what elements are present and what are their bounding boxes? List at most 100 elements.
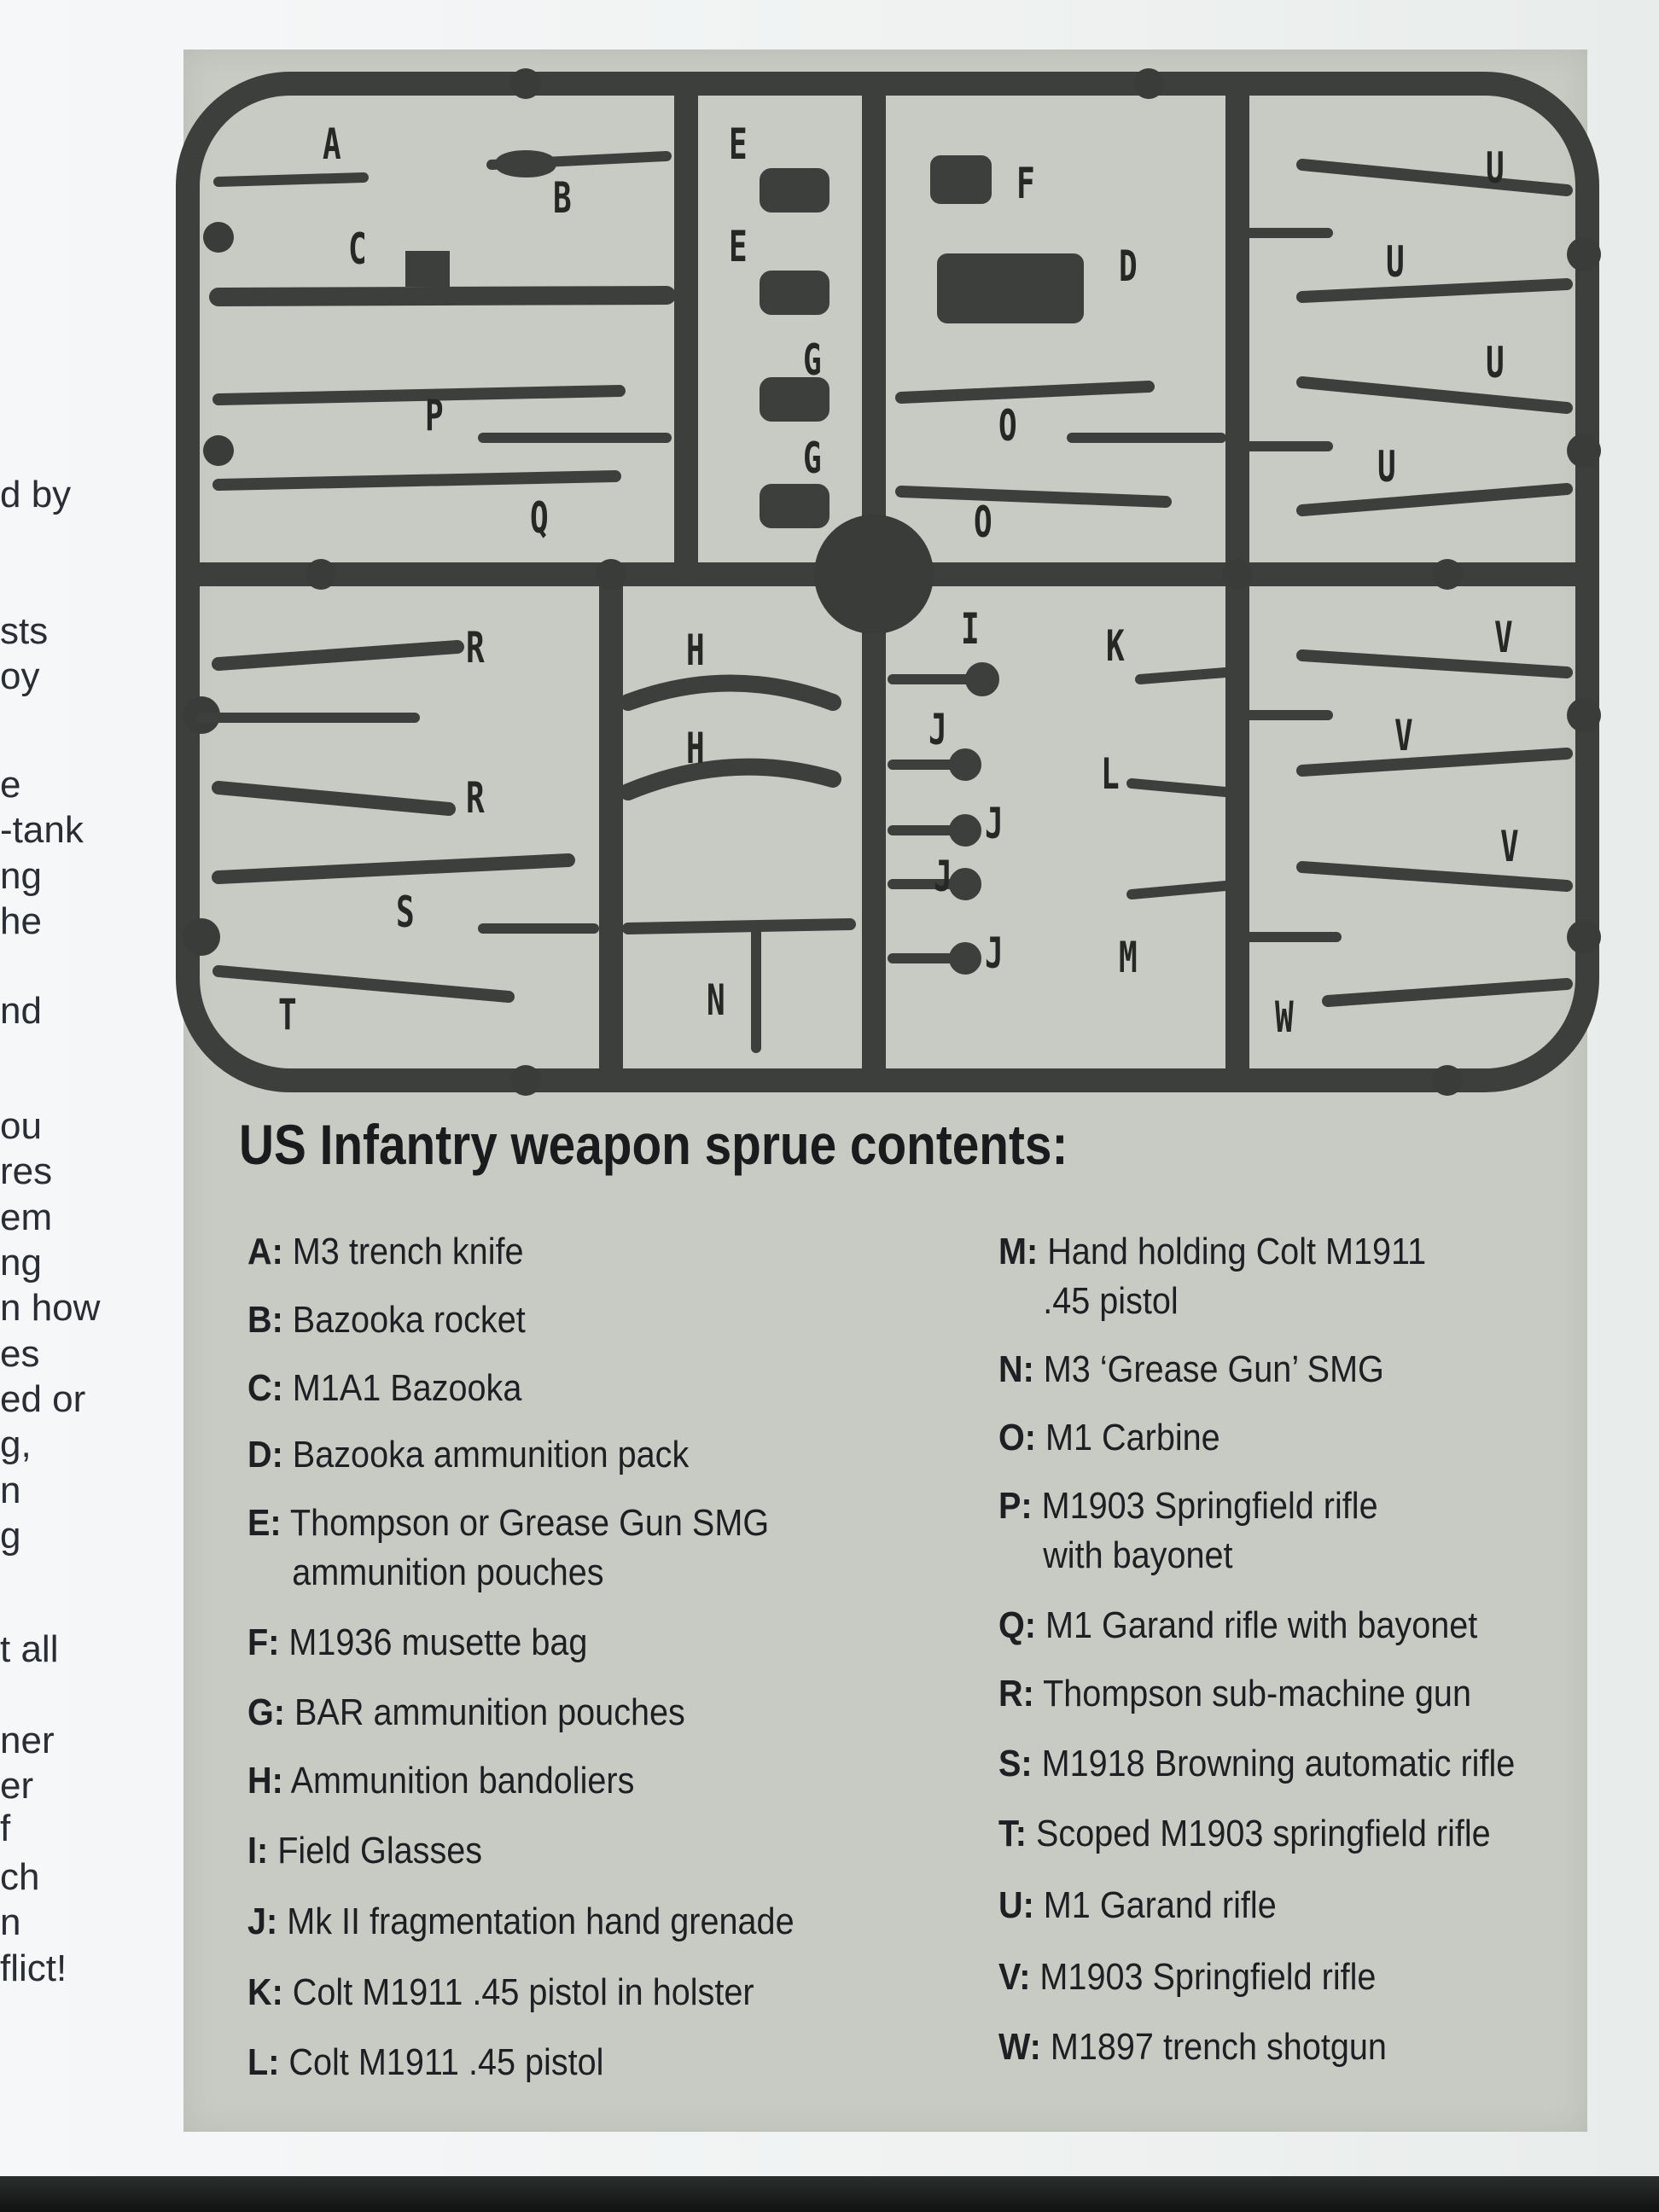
sprue-label: K [1106, 621, 1125, 671]
contents-item-key: C: [247, 1367, 283, 1409]
contents-item-text: Hand holding Colt M1911 [1047, 1231, 1427, 1272]
sprue-label: O [974, 498, 992, 547]
contents-item-text: Ammunition bandoliers [290, 1760, 635, 1802]
sprue-label: H [686, 724, 705, 773]
contents-item: T: Scoped M1903 springfield rifle [998, 1809, 1551, 1859]
sprue-label: C [348, 224, 367, 274]
contents-item-key: Q: [998, 1604, 1037, 1646]
sprue-label: D [1119, 242, 1138, 291]
contents-item-key: U: [998, 1884, 1034, 1926]
contents-item-key: S: [998, 1743, 1033, 1784]
contents-item-key: T: [998, 1813, 1027, 1854]
contents-item: O: M1 Carbine [998, 1413, 1551, 1463]
contents-item-continuation: with bayonet [1043, 1534, 1233, 1576]
contents-item-key: W: [998, 2026, 1041, 2068]
contents-item-text: Colt M1911 .45 pistol in holster [292, 1971, 754, 2013]
weapon-sprue-image: A B C E E F D G G O O U U U U P Q R R S … [167, 67, 1610, 1101]
sprue-label: U [1377, 442, 1396, 492]
contents-item-key: L: [247, 2041, 280, 2083]
contents-item-text: M1 Garand rifle [1043, 1884, 1277, 1926]
contents-item-key: A: [247, 1231, 283, 1272]
left-page-text-line: ou [0, 1105, 42, 1147]
left-page-text-line: er [0, 1765, 34, 1807]
contents-item-text: M3 ‘Grease Gun’ SMG [1043, 1348, 1384, 1390]
contents-item: U: M1 Garand rifle [998, 1881, 1551, 1930]
sprue-label: G [803, 434, 822, 483]
left-page-text-line: em [0, 1196, 53, 1238]
contents-item-text: M1918 Browning automatic rifle [1041, 1743, 1516, 1784]
left-page-text-line: ng [0, 1242, 42, 1284]
contents-item-key: V: [998, 1956, 1031, 1998]
contents-item: R: Thompson sub-machine gun [998, 1669, 1551, 1719]
contents-item-key: G: [247, 1691, 286, 1733]
sprue-label: L [1101, 749, 1120, 799]
contents-item-text: M1903 Springfield rifle [1041, 1485, 1378, 1527]
left-page-text-line: g, [0, 1423, 32, 1465]
contents-item: M: Hand holding Colt M1911.45 pistol [998, 1227, 1551, 1326]
sprue-label: P [425, 391, 444, 440]
contents-item-text: Scoped M1903 springfield rifle [1036, 1813, 1491, 1854]
contents-item-key: K: [247, 1971, 283, 2013]
left-page-text-line: nd [0, 990, 42, 1032]
left-page-text-line: e [0, 764, 21, 806]
contents-item-key: D: [247, 1434, 283, 1476]
sprue-label: I [961, 604, 980, 654]
contents-item: I: Field Glasses [247, 1826, 800, 1876]
left-page-text-line: n [0, 1901, 21, 1943]
sprue-label: U [1486, 338, 1505, 387]
contents-item-text: BAR ammunition pouches [294, 1691, 685, 1733]
left-page-text-line: ch [0, 1856, 40, 1898]
contents-item-text: Colt M1911 .45 pistol [288, 2041, 604, 2083]
contents-item-text: M1 Carbine [1045, 1417, 1220, 1458]
contents-item-text: Bazooka rocket [292, 1299, 526, 1341]
contents-item-text: M3 trench knife [292, 1231, 524, 1272]
contents-item: J: Mk II fragmentation hand grenade [247, 1897, 800, 1947]
contents-item-text: M1903 Springfield rifle [1039, 1956, 1377, 1998]
contents-item-continuation: ammunition pouches [292, 1551, 604, 1593]
left-page-text-line: oy [0, 655, 40, 697]
contents-item-text: Field Glasses [277, 1830, 483, 1871]
contents-heading: US Infantry weapon sprue contents: [239, 1113, 1068, 1176]
left-page-text-line: t all [0, 1628, 59, 1670]
contents-item: K: Colt M1911 .45 pistol in holster [247, 1968, 800, 2017]
contents-item-text: M1897 trench shotgun [1050, 2026, 1387, 2068]
left-page-text-line: ed or [0, 1378, 86, 1420]
sprue-label: V [1500, 822, 1519, 871]
contents-item: P: M1903 Springfield rifle with bayonet [998, 1481, 1551, 1580]
sprue-label: U [1486, 143, 1505, 193]
contents-item-key: M: [998, 1231, 1039, 1272]
sprue-label: E [729, 222, 748, 271]
contents-item-text: Bazooka ammunition pack [292, 1434, 690, 1476]
sprue-label: F [1016, 159, 1035, 208]
sprue-label: J [934, 852, 952, 901]
sprue-label: S [396, 888, 415, 937]
contents-item-key: N: [998, 1348, 1034, 1390]
contents-item-key: B: [247, 1299, 283, 1341]
left-page-text-line: n how [0, 1287, 101, 1329]
left-page-text-line: res [0, 1150, 53, 1192]
contents-item-key: H: [247, 1760, 283, 1802]
contents-item-key: E: [247, 1502, 282, 1544]
sprue-label: J [928, 705, 947, 754]
contents-item-text: M1 Garand rifle with bayonet [1045, 1604, 1478, 1646]
sprue-label: M [1119, 933, 1138, 982]
sprue-label: V [1394, 711, 1413, 760]
contents-item-key: R: [998, 1673, 1034, 1714]
sprue-label: R [466, 773, 485, 823]
sprue-label: J [985, 928, 1004, 978]
sprue-label: T [278, 990, 297, 1039]
left-page-text-line: n [0, 1470, 21, 1511]
contents-item-text: Thompson sub-machine gun [1043, 1673, 1471, 1714]
contents-item-key: I: [247, 1830, 269, 1871]
contents-item-text: Mk II fragmentation hand grenade [287, 1901, 795, 1942]
contents-item-key: P: [998, 1485, 1033, 1527]
contents-item: F: M1936 musette bag [247, 1618, 800, 1668]
left-page-text-line: ner [0, 1720, 55, 1761]
left-page-text-line: f [0, 1807, 11, 1849]
contents-item-key: F: [247, 1621, 280, 1663]
contents-item: W: M1897 trench shotgun [998, 2023, 1551, 2072]
sprue-label: G [803, 335, 822, 385]
left-page-text-line: g [0, 1515, 21, 1557]
